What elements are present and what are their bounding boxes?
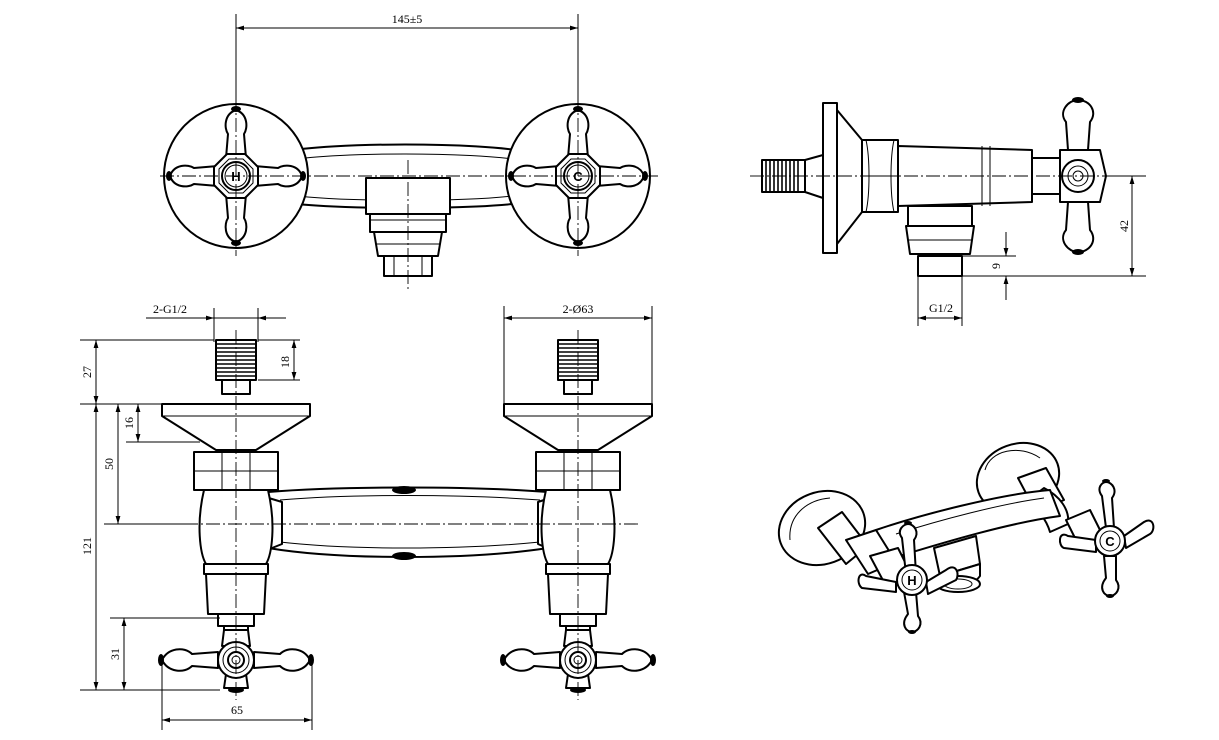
dim-label-handle-width: 65 — [231, 703, 243, 717]
dim-label-side-offset: 42 — [1117, 220, 1131, 232]
iso-hot-knob-label: H — [907, 573, 916, 588]
cold-knob-label: C — [573, 169, 583, 184]
dim-top-center-distance — [235, 14, 579, 108]
dim-label-outlet-length: 9 — [989, 263, 1003, 269]
dim-label-inlet-thread: 2-G1/2 — [153, 302, 187, 316]
dim-outlet-length — [962, 232, 1016, 300]
front-view — [157, 330, 657, 700]
dim-label-flange-to-axis: 50 — [102, 458, 116, 470]
dim-label-top-height: 27 — [80, 366, 94, 378]
dim-flange-diameter — [503, 306, 653, 404]
dim-label-outlet-thread: G1/2 — [929, 301, 953, 315]
dim-outlet-thread — [917, 276, 963, 326]
dim-thread-length — [258, 339, 300, 381]
dim-handle-width — [161, 660, 313, 730]
top-view — [160, 96, 660, 292]
dim-vertical-stack — [80, 339, 220, 691]
dim-label-thread-length: 18 — [278, 356, 292, 368]
iso-cold-knob-label: C — [1105, 534, 1115, 549]
dim-inlet-thread — [146, 308, 286, 342]
dim-label-top-center: 145±5 — [392, 12, 423, 26]
dim-label-flange-diameter: 2-Ø63 — [563, 302, 594, 316]
isometric-view — [777, 441, 1155, 634]
hot-knob-label: H — [231, 169, 240, 184]
dim-label-overall-height: 121 — [80, 537, 94, 555]
dim-label-handle-height: 31 — [108, 648, 122, 660]
side-view — [750, 97, 1140, 277]
dim-label-flange-to-body: 16 — [122, 417, 136, 429]
